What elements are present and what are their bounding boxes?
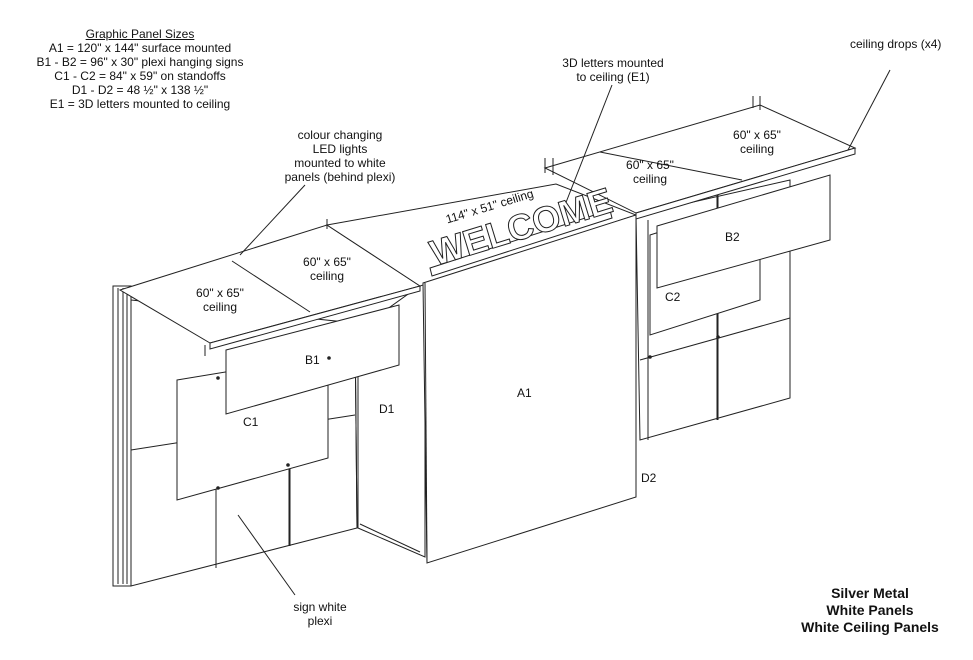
ceiling-label-left-b: 60" x 65" ceiling	[287, 255, 367, 283]
material-line: White Ceiling Panels	[801, 619, 939, 635]
callout-line: mounted to white	[294, 156, 386, 170]
fixing-dot	[286, 463, 290, 467]
fixing-dot	[716, 335, 720, 339]
panel-a1	[422, 214, 637, 564]
callout-line: LED lights	[312, 142, 368, 156]
callout-led: colour changing LED lights mounted to wh…	[275, 128, 405, 184]
ceiling-size: 60" x 65"	[733, 128, 781, 142]
label-c2: C2	[665, 290, 681, 304]
legend-line: D1 - D2 = 48 ½" x 138 ½"	[71, 83, 209, 97]
label-b2: B2	[725, 230, 740, 244]
ceiling-label-right-a: 60" x 65" ceiling	[610, 158, 690, 186]
fixing-dot	[648, 355, 652, 359]
callout-line: to ceiling (E1)	[576, 70, 650, 84]
legend-line: A1 = 120" x 144" surface mounted	[48, 41, 232, 55]
label-a1: A1	[517, 386, 532, 400]
callout-line: sign white	[293, 600, 347, 614]
fixing-dot	[327, 356, 331, 360]
callout-drops: ceiling drops (x4)	[850, 37, 942, 51]
panel-b2	[656, 174, 831, 289]
callout-line: plexi	[307, 614, 333, 628]
callout-plexi: sign white plexi	[275, 600, 365, 628]
legend-title: Graphic Panel Sizes	[85, 27, 195, 41]
panel-b1	[225, 304, 400, 415]
leader-lines	[237, 69, 891, 596]
ceiling-word: ceiling	[632, 172, 668, 186]
ceiling-label-left-a: 60" x 65" ceiling	[180, 286, 260, 314]
legend-block: Graphic Panel Sizes A1 = 120" x 144" sur…	[30, 27, 250, 111]
legend-line: E1 = 3D letters mounted to ceiling	[49, 97, 231, 111]
left-ceiling	[118, 219, 422, 356]
legend-line: B1 - B2 = 96" x 30" plexi hanging signs	[36, 55, 244, 69]
legend-line: C1 - C2 = 84" x 59" on standoffs	[54, 69, 226, 83]
ceiling-word: ceiling	[739, 142, 775, 156]
material-line: White Panels	[826, 602, 914, 618]
ceiling-size: 60" x 65"	[303, 255, 351, 269]
label-d1: D1	[379, 402, 395, 416]
callout-line: panels (behind plexi)	[284, 170, 396, 184]
ceiling-word: ceiling	[309, 269, 345, 283]
label-b1: B1	[305, 353, 320, 367]
fixing-dot	[216, 486, 220, 490]
label-c1: C1	[243, 415, 259, 429]
callout-line: 3D letters mounted	[562, 56, 664, 70]
ceiling-size: 60" x 65"	[196, 286, 244, 300]
label-d2: D2	[641, 471, 657, 485]
right-ceiling	[543, 96, 857, 220]
ceiling-size: 60" x 65"	[626, 158, 674, 172]
ceiling-label-right-b: 60" x 65" ceiling	[717, 128, 797, 156]
ceiling-word: ceiling	[202, 300, 238, 314]
materials-note: Silver Metal White Panels White Ceiling …	[785, 585, 955, 636]
callout-letters: 3D letters mounted to ceiling (E1)	[558, 56, 668, 84]
material-line: Silver Metal	[831, 585, 909, 601]
callout-line: colour changing	[297, 128, 383, 142]
fixing-dot	[216, 376, 220, 380]
